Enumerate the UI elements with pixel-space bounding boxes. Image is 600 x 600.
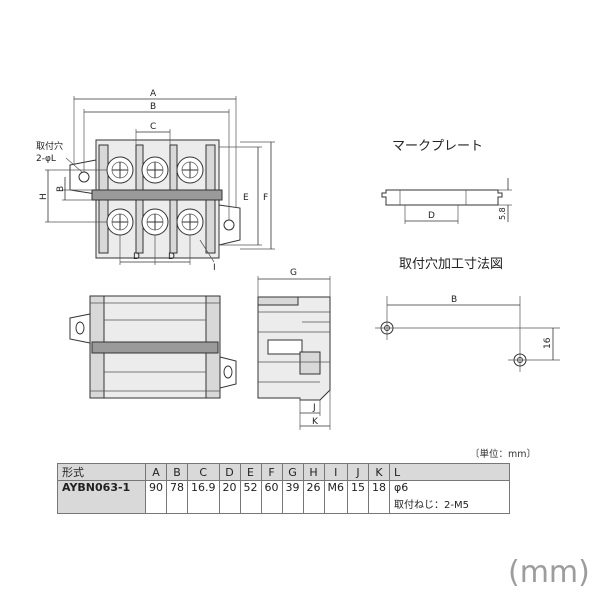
value-cell: M6 (323, 480, 348, 514)
value-cell: 20 (218, 480, 241, 514)
header-cell: F (260, 463, 283, 481)
dim-label-f: F (263, 193, 268, 203)
header-cell: C (187, 463, 220, 481)
header-cell: E (239, 463, 262, 481)
mount-screw-note: 取付ねじ：2-M5 (394, 500, 469, 511)
front-view (69, 295, 237, 399)
dim-label-b: B (150, 102, 156, 112)
upper-screws (106, 156, 204, 184)
l-value: φ6 (394, 481, 409, 494)
dim-label-h: H (39, 193, 49, 200)
label-mount-hole-spec: 2-φL (36, 154, 56, 164)
dim-label-d: D (168, 252, 175, 262)
unit-watermark: (mm) (508, 555, 590, 590)
value-cell: 26 (302, 480, 325, 514)
dim-label-k: K (312, 417, 319, 427)
center-strip (91, 189, 223, 201)
table-row: AYBN063-1 90 78 16.9 20 52 60 39 26 M6 1… (57, 480, 510, 514)
spec-table: 形式 A B C D E F G H I J K L AYBN063-1 90 … (57, 463, 510, 514)
value-cell: 90 (145, 480, 167, 514)
model-cell: AYBN063-1 (57, 480, 146, 514)
top-view-dimensions (47, 96, 275, 265)
header-cell: K (368, 463, 390, 481)
l-cell: φ6 取付ねじ：2-M5 (389, 480, 510, 514)
top-view (45, 139, 241, 259)
value-cell: 18 (368, 480, 390, 514)
front-left-ear (69, 313, 91, 344)
mount-hole-dims-title: 取付穴加工寸法図 (399, 257, 503, 272)
header-cell: I (323, 463, 348, 481)
header-cell: 形式 (57, 463, 146, 481)
dim-label-g: G (290, 268, 297, 278)
dim-label-e: E (243, 193, 249, 203)
top-right-ear (218, 204, 241, 246)
mount-hole-diagram (375, 296, 560, 372)
dim-label-hole-pitch: 16 (543, 337, 553, 349)
dim-label-plate-height: 5.8 (498, 207, 507, 220)
unit-note: 〔単位：mm〕 (470, 449, 537, 460)
dim-label-c: C (150, 122, 156, 132)
table-header-row: 形式 A B C D E F G H I J K L (57, 463, 510, 481)
side-view (257, 276, 331, 430)
header-cell: A (145, 463, 167, 481)
dim-label-b-hole: B (451, 295, 457, 305)
dim-label-d: D (133, 252, 140, 262)
value-cell: 52 (239, 480, 262, 514)
front-right-ear (219, 356, 237, 389)
dim-label-b-mount: B (56, 186, 66, 192)
header-cell: L (389, 463, 510, 481)
header-cell: J (347, 463, 369, 481)
label-mount-hole: 取付穴 (36, 140, 63, 152)
dim-label-a: A (150, 89, 157, 99)
dim-label-j: J (312, 403, 316, 413)
value-cell: 39 (281, 480, 304, 514)
value-cell: 60 (260, 480, 283, 514)
value-cell: 78 (166, 480, 188, 514)
value-cell: 16.9 (187, 480, 220, 514)
header-cell: H (302, 463, 325, 481)
header-cell: G (281, 463, 304, 481)
value-cell: 15 (347, 480, 369, 514)
mark-plate-title: マークプレート (392, 139, 483, 154)
mark-plate (381, 178, 512, 224)
lower-screws (106, 208, 204, 236)
header-cell: D (218, 463, 241, 481)
dim-label-i: I (213, 263, 216, 273)
header-cell: B (166, 463, 188, 481)
dim-label-d-plate: D (428, 211, 435, 221)
